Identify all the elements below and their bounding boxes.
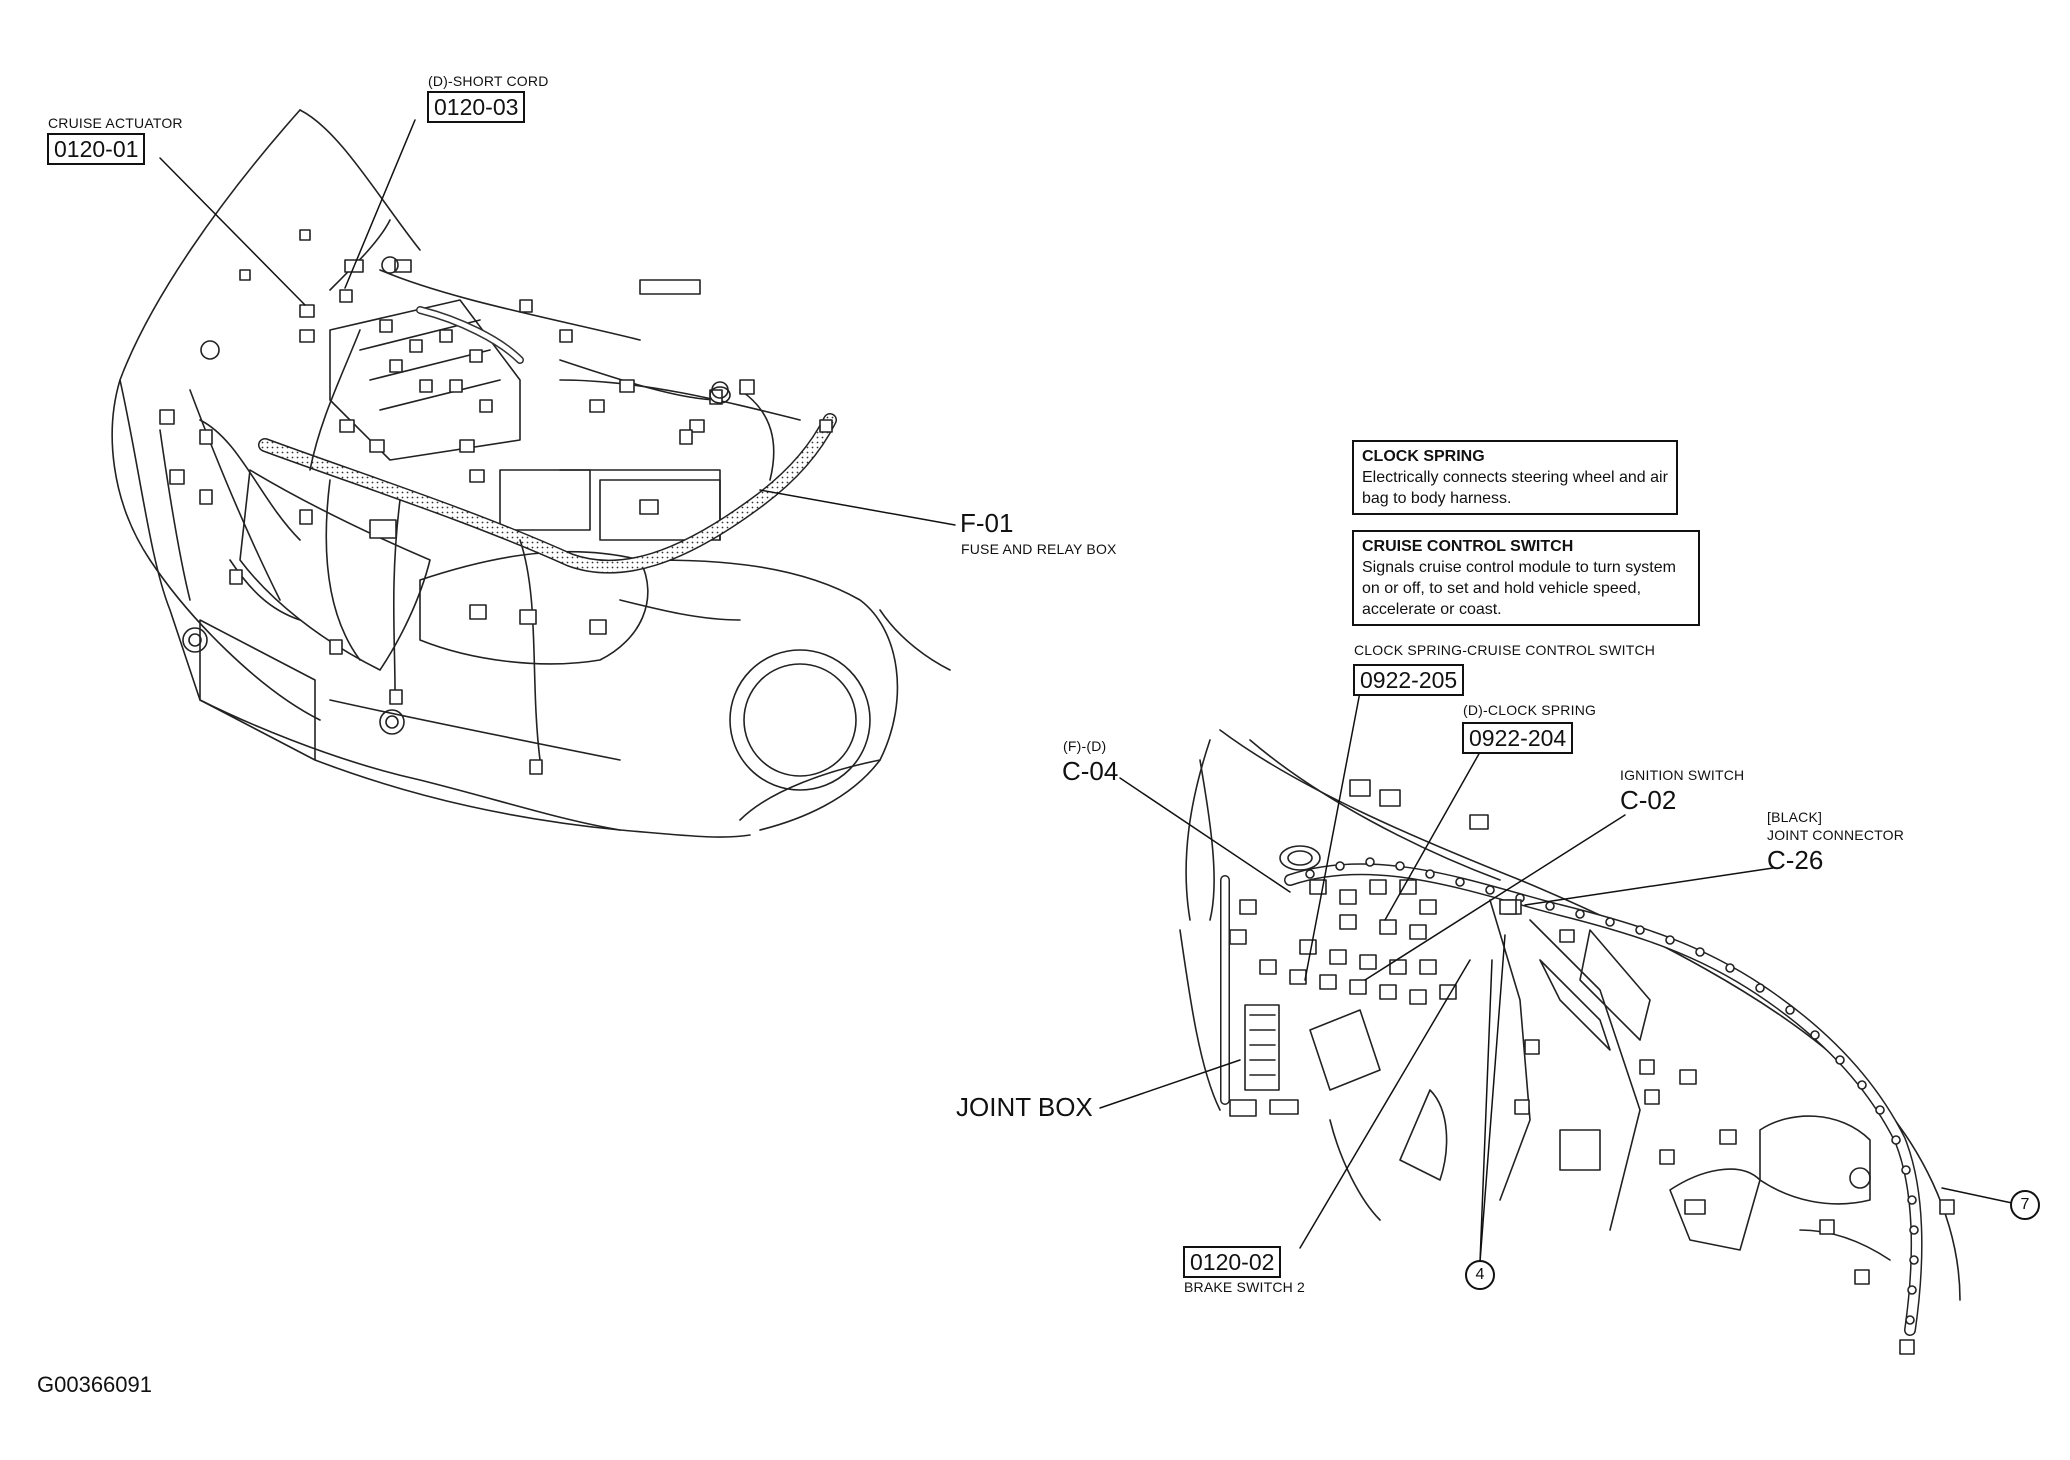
cruise-switch-info-box: CRUISE CONTROL SWITCH Signals cruise con… (1352, 530, 1700, 626)
brake-switch-code: 0120-02 (1183, 1246, 1282, 1278)
callout-7: 7 (2010, 1190, 2040, 1220)
leader-lines (159, 119, 2013, 1263)
c26-code: C-26 (1767, 845, 1824, 875)
clock-spring-cruise-caption: CLOCK SPRING-CRUISE CONTROL SWITCH (1354, 642, 1656, 658)
brake-switch-caption: BRAKE SWITCH 2 (1184, 1279, 1306, 1295)
dashboard-drawing (1179, 729, 1961, 1355)
clock-spring-info-box: CLOCK SPRING Electrically connects steer… (1352, 440, 1678, 515)
c02-code: C-02 (1620, 785, 1677, 815)
cruise-switch-info-title: CRUISE CONTROL SWITCH (1362, 538, 1574, 555)
fuse-box-caption: FUSE AND RELAY BOX (961, 541, 1117, 557)
cruise-actuator-caption: CRUISE ACTUATOR (48, 115, 183, 131)
short-cord-code: 0120-03 (427, 91, 526, 123)
cruise-switch-info-text: Signals cruise control module to turn sy… (1362, 559, 1676, 618)
c04-caption: (F)-(D) (1063, 738, 1107, 754)
cruise-actuator-code: 0120-01 (47, 133, 146, 165)
fuse-box-code: F-01 (960, 508, 1014, 538)
c02-caption: IGNITION SWITCH (1620, 767, 1745, 783)
callout-4: 4 (1465, 1260, 1495, 1290)
engine-bay-drawing (111, 109, 951, 838)
c26-caption-joint: JOINT CONNECTOR (1767, 827, 1905, 843)
clock-spring-info-text: Electrically connects steering wheel and… (1362, 469, 1668, 507)
clock-spring-cruise-code: 0922-205 (1353, 664, 1465, 696)
clock-spring-info-title: CLOCK SPRING (1362, 448, 1485, 465)
figure-id: G00366091 (37, 1372, 152, 1397)
joint-box-label: JOINT BOX (956, 1092, 1093, 1122)
c04-code: C-04 (1062, 756, 1119, 786)
c26-caption-black: [BLACK] (1767, 809, 1823, 825)
clock-spring-code: 0922-204 (1462, 722, 1574, 754)
short-cord-caption: (D)-SHORT CORD (428, 73, 549, 89)
clock-spring-caption: (D)-CLOCK SPRING (1463, 702, 1597, 718)
